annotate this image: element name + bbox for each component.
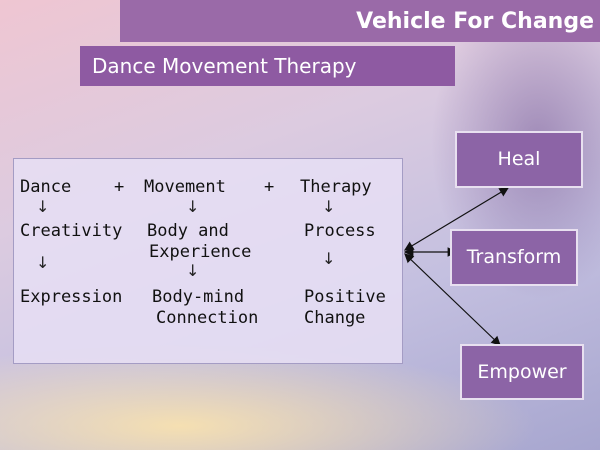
label-therapy: Therapy <box>300 177 372 197</box>
label-connection: Connection <box>156 308 259 328</box>
down-arrow-icon: ↓ <box>36 197 50 216</box>
label-creativity: Creativity <box>20 221 123 241</box>
label-change: Change <box>304 308 366 328</box>
slide-subtitle: Dance Movement Therapy <box>92 54 357 78</box>
down-arrow-icon: ↓ <box>186 261 200 280</box>
outcome-empower-label: Empower <box>477 361 567 383</box>
outcome-transform-box: Transform <box>450 229 578 286</box>
arrow-to-heal <box>403 187 510 251</box>
label-positive: Positive <box>304 287 386 307</box>
down-arrow-icon: ↓ <box>322 249 336 268</box>
label-body-and: Body and <box>147 221 229 241</box>
concept-box: Dance + Movement + Therapy ↓ ↓ ↓ Creativ… <box>13 158 403 364</box>
label-body-mind: Body-mind <box>152 287 245 307</box>
arrow-to-empower <box>404 253 501 346</box>
down-arrow-icon: ↓ <box>36 253 50 272</box>
down-arrow-icon: ↓ <box>186 197 200 216</box>
label-process: Process <box>304 221 376 241</box>
label-movement: Movement <box>144 177 226 197</box>
down-arrow-icon: ↓ <box>322 197 336 216</box>
outcome-heal-box: Heal <box>455 131 583 188</box>
label-expression: Expression <box>20 287 123 307</box>
outcome-transform-label: Transform <box>466 246 562 268</box>
title-bar: Vehicle For Change <box>120 0 600 42</box>
label-dance: Dance <box>20 177 72 197</box>
subtitle-bar: Dance Movement Therapy <box>80 46 455 86</box>
slide-title: Vehicle For Change <box>356 9 594 34</box>
label-experience: Experience <box>149 242 252 262</box>
outcome-empower-box: Empower <box>460 344 584 400</box>
plus-sign-1: + <box>114 177 125 197</box>
plus-sign-2: + <box>264 177 275 197</box>
outcome-heal-label: Heal <box>497 148 541 170</box>
